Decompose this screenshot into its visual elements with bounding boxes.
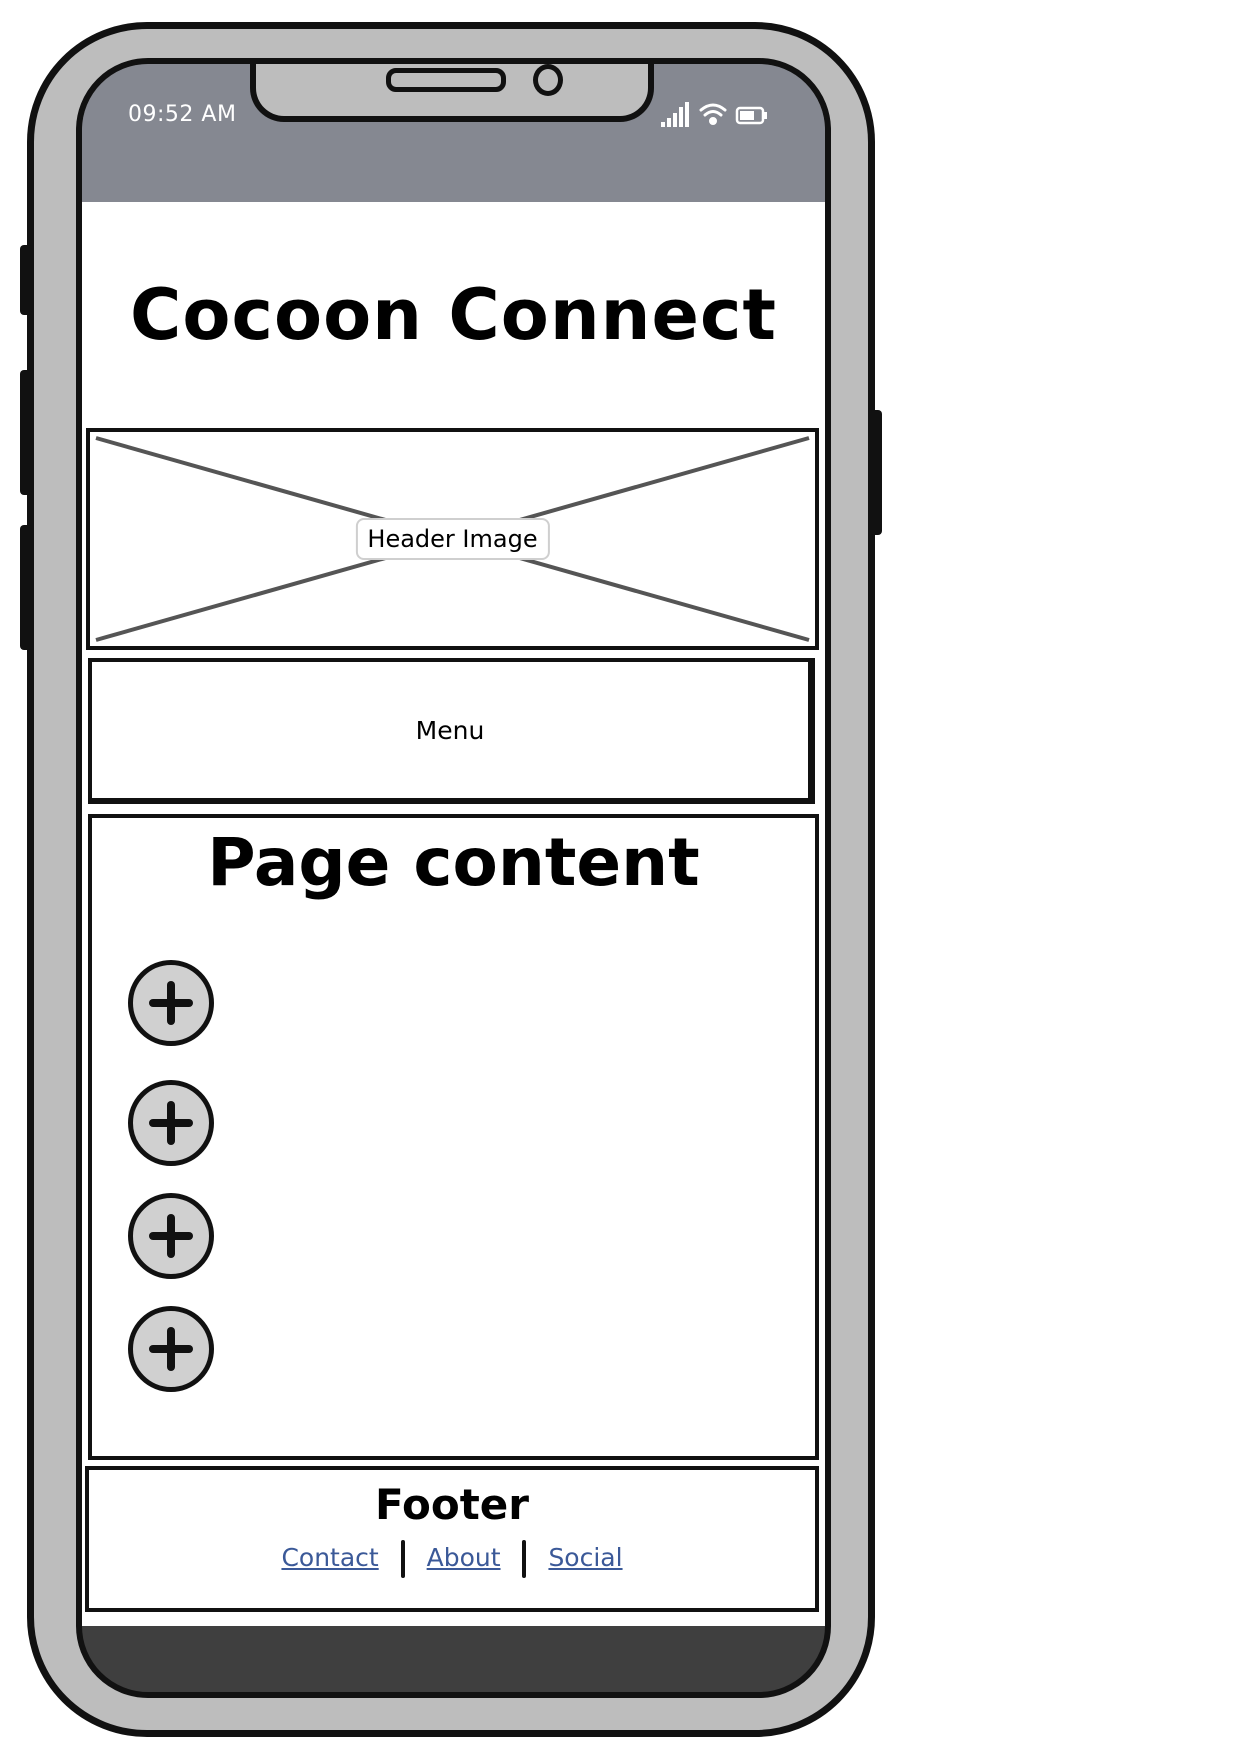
plus-icon: [149, 981, 193, 1025]
phone-side-button: [20, 245, 32, 315]
footer: Footer Contact About Social: [85, 1466, 819, 1612]
wifi-icon: [699, 103, 727, 125]
signal-icon: [661, 102, 689, 127]
plus-icon: [149, 1101, 193, 1145]
phone-screen: 09:52 AM: [76, 58, 831, 1698]
header-image-label: Header Image: [355, 518, 550, 560]
footer-link-separator: [400, 1540, 405, 1578]
footer-links: Contact About Social: [89, 1540, 815, 1578]
plus-icon: [149, 1214, 193, 1258]
app-screen: Cocoon Connect Header Image Menu Page co…: [82, 202, 825, 1626]
add-button-4[interactable]: [128, 1306, 214, 1392]
status-bar: 09:52 AM: [82, 64, 825, 202]
plus-icon: [149, 1327, 193, 1371]
status-time: 09:52 AM: [128, 102, 237, 127]
page-content-title: Page content: [207, 824, 700, 901]
phone-volume-down-button: [20, 525, 32, 650]
footer-link-separator: [522, 1540, 527, 1578]
menu-label: Menu: [415, 715, 485, 745]
speaker-grille: [386, 68, 506, 92]
footer-link-about[interactable]: About: [426, 1543, 501, 1572]
add-button-2[interactable]: [128, 1080, 214, 1166]
phone-notch: [250, 64, 654, 122]
battery-icon: [735, 106, 767, 125]
front-camera: [533, 64, 563, 96]
page-content: Page content: [88, 814, 819, 1460]
add-button-3[interactable]: [128, 1193, 214, 1279]
header-image-placeholder: Header Image: [86, 428, 819, 650]
phone-volume-up-button: [20, 370, 32, 495]
app-title: Cocoon Connect: [130, 274, 777, 356]
footer-title: Footer: [375, 1480, 529, 1529]
status-icons: [661, 100, 781, 130]
add-button-1[interactable]: [128, 960, 214, 1046]
footer-link-social[interactable]: Social: [548, 1543, 623, 1572]
phone-power-button: [870, 410, 882, 535]
footer-link-contact[interactable]: Contact: [281, 1543, 379, 1572]
menu-bar[interactable]: Menu: [88, 658, 815, 804]
